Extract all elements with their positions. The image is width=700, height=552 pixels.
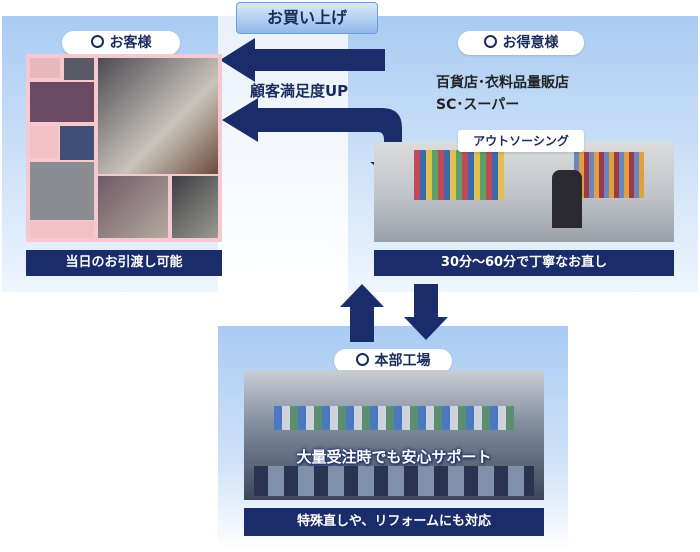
photo-tile <box>274 406 514 430</box>
customer-caption: 当日のお引渡し可能 <box>65 255 183 270</box>
factory-overlay-text: 大量受注時でも安心サポート <box>296 448 492 466</box>
photo-tile <box>574 152 644 198</box>
arrow-satisfaction-icon <box>222 98 416 180</box>
photo-tile <box>30 82 94 122</box>
outsourcing-caption: 30分～60分で丁寧なお直し <box>440 255 608 270</box>
photo-tile <box>254 466 534 496</box>
factory-pill: 本部工場 <box>334 349 452 373</box>
photo-tile <box>414 150 504 200</box>
customer-label: お客様 <box>109 35 152 51</box>
outsourcing-label: アウトソーシング <box>473 134 569 148</box>
arrow-up-icon <box>340 284 384 342</box>
circle-bullet-icon <box>483 35 497 48</box>
arrow-down-icon <box>404 284 448 340</box>
purchase-tab: お買い上げ <box>236 2 378 34</box>
outsourcing-photo <box>374 142 674 242</box>
circle-bullet-icon <box>90 35 104 48</box>
satisfaction-label: 顧客満足度UP <box>250 82 349 100</box>
factory-label: 本部工場 <box>374 353 431 369</box>
factory-caption: 特殊直しや、リフォームにも対応 <box>296 514 492 529</box>
photo-tile <box>552 170 582 228</box>
photo-tile <box>98 58 218 174</box>
factory-caption-bar: 特殊直しや、リフォームにも対応 <box>244 508 544 536</box>
photo-tile <box>30 222 94 238</box>
customer-pill: お客様 <box>62 31 180 55</box>
client-line1: 百貨店･衣料品量販店 <box>436 75 569 91</box>
client-line2: SC･スーパー <box>436 97 520 113</box>
photo-tile <box>30 126 58 158</box>
photo-tile <box>172 176 218 238</box>
factory-overlay: 大量受注時でも安心サポート <box>244 446 544 467</box>
photo-tile <box>30 58 60 78</box>
purchase-tab-label: お買い上げ <box>266 8 347 27</box>
photo-tile <box>64 58 94 80</box>
circle-bullet-icon <box>355 353 369 366</box>
customer-caption-bar: 当日のお引渡し可能 <box>26 250 222 276</box>
outsourcing-caption-bar: 30分～60分で丁寧なお直し <box>374 250 674 276</box>
factory-photo <box>244 370 544 500</box>
photo-tile <box>98 176 168 238</box>
photo-tile <box>60 126 94 160</box>
photo-tile <box>30 162 94 220</box>
arrow-to-customer-icon <box>220 38 385 82</box>
outsourcing-pill: アウトソーシング <box>458 130 584 152</box>
client-pill: お得意様 <box>458 31 584 55</box>
client-label: お得意様 <box>502 35 559 51</box>
customer-photo <box>26 54 222 242</box>
